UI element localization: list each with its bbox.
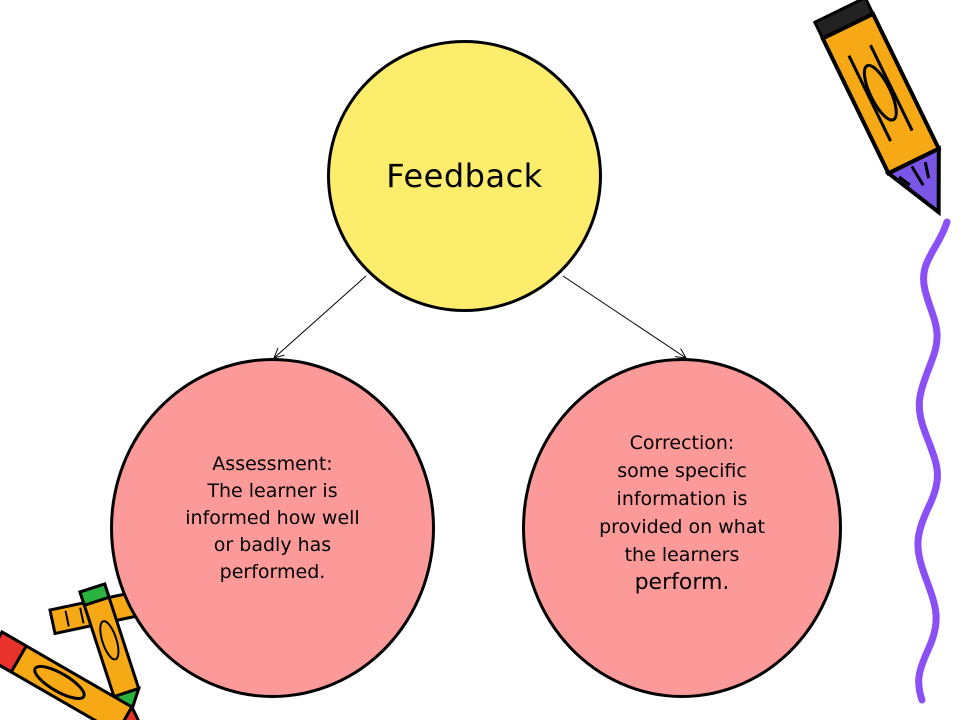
assessment-line: performed. xyxy=(219,560,326,583)
assessment-line: Assessment: xyxy=(212,452,333,475)
pencil-icon xyxy=(812,0,942,217)
feedback-node: Feedback xyxy=(327,40,602,312)
correction-line: some specific xyxy=(617,460,747,482)
assessment-node: Assessment: The learner is informed how … xyxy=(110,358,435,698)
correction-node: Correction: some specific information is… xyxy=(522,358,842,698)
correction-line: Correction: xyxy=(629,432,735,454)
correction-line: the learners xyxy=(624,544,740,566)
feedback-label: Feedback xyxy=(386,157,543,195)
correction-line: provided on what xyxy=(599,516,765,538)
assessment-text: Assessment: The learner is informed how … xyxy=(165,451,379,586)
squiggle-border-icon xyxy=(914,218,951,704)
assessment-line: The learner is xyxy=(207,479,338,502)
correction-text: Correction: some specific information is… xyxy=(577,429,787,597)
assessment-line: informed how well xyxy=(185,506,360,529)
connector-to-assessment xyxy=(274,275,367,358)
correction-last-line: perform. xyxy=(634,570,730,595)
correction-line: information is xyxy=(616,488,748,510)
assessment-line: or badly has xyxy=(213,533,332,556)
connector-to-correction xyxy=(562,275,686,358)
